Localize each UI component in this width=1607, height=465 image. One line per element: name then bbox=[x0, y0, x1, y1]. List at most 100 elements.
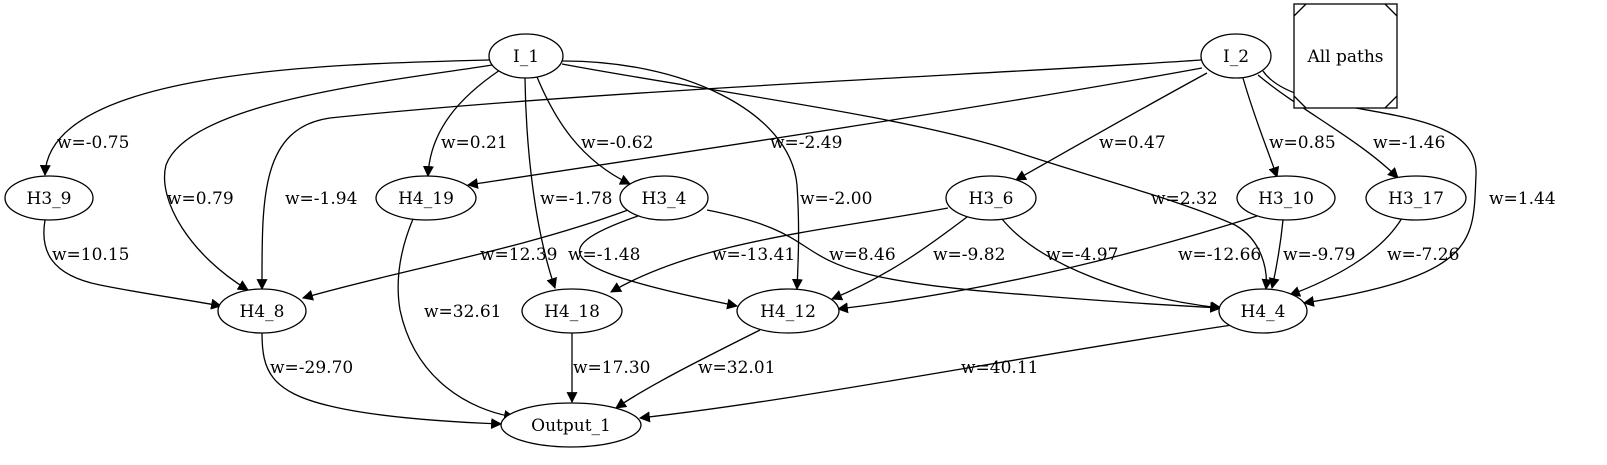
edge-h3-17-to-h4-4: w=-7.26 bbox=[1288, 217, 1459, 297]
node-label: H3_17 bbox=[1388, 189, 1444, 209]
edge-h3-4-to-h4-4: w=8.46 bbox=[706, 209, 1222, 313]
edge-weight-label: w=-2.49 bbox=[770, 133, 842, 153]
edge-line bbox=[1001, 218, 1223, 313]
edge-line bbox=[256, 59, 1202, 291]
edge-weight-label: w=0.79 bbox=[167, 189, 234, 209]
edge-line bbox=[610, 207, 949, 293]
edge-h4-4-to-output-1: w=40.11 bbox=[638, 324, 1233, 423]
node-ellipse bbox=[1236, 175, 1336, 221]
edge-line bbox=[301, 209, 629, 301]
node-h3-17: H3_17 bbox=[1365, 175, 1467, 221]
edge-line bbox=[830, 216, 968, 301]
edge-weight-label: w=-2.00 bbox=[800, 189, 872, 209]
edge-i-2-to-h4-8: w=-1.94 bbox=[256, 59, 1202, 291]
node-h3-10: H3_10 bbox=[1236, 175, 1336, 221]
edge-weight-label: w=-9.82 bbox=[933, 245, 1005, 265]
edge-line bbox=[1242, 77, 1280, 179]
node-i-2: I_2 bbox=[1200, 33, 1272, 79]
edge-i-2-to-h3-6: w=0.47 bbox=[1015, 72, 1208, 181]
node-h3-6: H3_6 bbox=[945, 175, 1037, 221]
edge-line bbox=[524, 77, 557, 290]
edge-line bbox=[836, 215, 1258, 314]
edge-h3-6-to-h4-18: w=-13.41 bbox=[610, 207, 949, 293]
edge-line bbox=[39, 59, 490, 177]
node-label: I_2 bbox=[1223, 47, 1249, 67]
edge-weight-label: w=-0.75 bbox=[57, 133, 129, 153]
edge-line bbox=[397, 218, 516, 421]
legend-box: All paths bbox=[1293, 3, 1398, 109]
node-ellipse bbox=[1365, 175, 1467, 221]
edge-h3-10-to-h4-12: w=-12.66 bbox=[836, 215, 1261, 314]
edge-line bbox=[164, 64, 493, 291]
node-h3-4: H3_4 bbox=[619, 175, 709, 221]
node-ellipse bbox=[945, 175, 1037, 221]
edge-weight-label: w=40.11 bbox=[961, 358, 1038, 378]
node-label: H3_10 bbox=[1258, 189, 1314, 209]
edge-weight-label: w=-1.94 bbox=[285, 189, 357, 209]
edges-layer: w=-0.75w=0.79w=0.21w=-1.78w=-0.62w=-2.00… bbox=[39, 59, 1556, 430]
edge-weight-label: w=8.46 bbox=[829, 245, 896, 265]
edge-i-1-to-h4-12: w=-2.00 bbox=[559, 60, 872, 291]
node-label: Output_1 bbox=[531, 416, 611, 436]
edge-line bbox=[536, 76, 631, 185]
edge-line bbox=[43, 219, 223, 310]
node-ellipse bbox=[500, 402, 642, 448]
edge-weight-label: w=-9.79 bbox=[1283, 245, 1355, 265]
edge-weight-label: w=-29.70 bbox=[270, 358, 353, 378]
edge-line bbox=[615, 329, 761, 409]
edge-h4-19-to-output-1: w=32.61 bbox=[397, 218, 516, 421]
edge-i-1-to-h4-4: w=2.32 bbox=[561, 63, 1273, 291]
edge-line bbox=[1015, 72, 1208, 181]
edge-i-1-to-h3-4: w=-0.62 bbox=[536, 76, 653, 185]
edge-weight-label: w=17.30 bbox=[573, 358, 650, 378]
edge-i-2-to-h4-19: w=-2.49 bbox=[466, 67, 1203, 189]
node-label: H4_18 bbox=[544, 302, 600, 322]
edge-weight-label: w=0.85 bbox=[1269, 133, 1336, 153]
edge-weight-label: w=1.44 bbox=[1489, 189, 1556, 209]
node-h4-12: H4_12 bbox=[736, 288, 840, 334]
node-ellipse bbox=[1218, 288, 1308, 334]
edge-weight-label: w=32.61 bbox=[424, 302, 501, 322]
edge-weight-label: w=-7.26 bbox=[1387, 245, 1459, 265]
edge-line bbox=[578, 215, 739, 310]
edge-weight-label: w=10.15 bbox=[52, 245, 129, 265]
edge-weight-label: w=0.47 bbox=[1099, 133, 1166, 153]
edge-weight-label: w=-13.41 bbox=[712, 245, 795, 265]
node-ellipse bbox=[736, 288, 840, 334]
node-label: I_1 bbox=[513, 47, 539, 67]
edge-i-1-to-h3-9: w=-0.75 bbox=[39, 59, 490, 177]
edge-i-1-to-h4-19: w=0.21 bbox=[422, 69, 508, 178]
edge-line bbox=[559, 60, 803, 291]
node-label: H3_6 bbox=[969, 189, 1014, 209]
edge-line bbox=[1268, 219, 1284, 290]
edge-line bbox=[466, 67, 1203, 189]
edge-h4-8-to-output-1: w=-29.70 bbox=[261, 332, 503, 430]
edge-weight-label: w=-0.62 bbox=[581, 133, 653, 153]
node-ellipse bbox=[488, 33, 564, 79]
node-ellipse bbox=[1200, 33, 1272, 79]
node-ellipse bbox=[619, 175, 709, 221]
node-label: H4_4 bbox=[1241, 302, 1286, 322]
edge-line bbox=[1288, 217, 1403, 297]
node-i-1: I_1 bbox=[488, 33, 564, 79]
node-h4-19: H4_19 bbox=[375, 175, 477, 221]
edge-weight-label: w=-12.66 bbox=[1178, 245, 1261, 265]
edge-line bbox=[561, 63, 1273, 291]
edge-weight-label: w=-1.48 bbox=[568, 245, 640, 265]
edge-h3-10-to-h4-4: w=-9.79 bbox=[1268, 219, 1355, 290]
edge-weight-label: w=32.01 bbox=[698, 358, 775, 378]
edge-line bbox=[706, 209, 1222, 313]
node-h4-4: H4_4 bbox=[1218, 288, 1308, 334]
edge-i-2-to-h3-17: w=-1.46 bbox=[1257, 74, 1445, 179]
edge-h4-12-to-output-1: w=32.01 bbox=[615, 329, 775, 409]
node-ellipse bbox=[4, 175, 94, 221]
edge-weight-label: w=12.39 bbox=[480, 245, 557, 265]
node-output-1: Output_1 bbox=[500, 402, 642, 448]
node-label: H4_19 bbox=[398, 189, 454, 209]
node-ellipse bbox=[217, 288, 307, 334]
node-h4-8: H4_8 bbox=[217, 288, 307, 334]
edge-line bbox=[422, 69, 501, 178]
edge-h3-4-to-h4-12: w=-1.48 bbox=[568, 215, 739, 310]
node-label: H4_12 bbox=[760, 302, 816, 322]
